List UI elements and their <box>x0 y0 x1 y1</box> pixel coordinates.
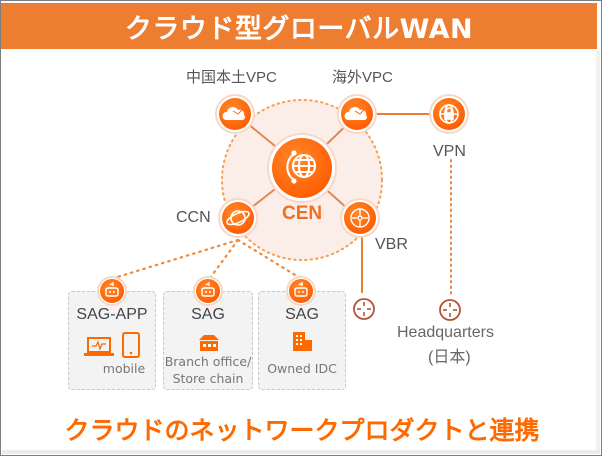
link-ccn-sag-app <box>112 238 240 280</box>
footer-caption: クラウドのネットワークプロダクトと連携 <box>64 416 540 445</box>
sag-box-subtitle-line2: Store chain <box>172 371 244 386</box>
sag-box-idc: SAG Owned IDC <box>258 291 346 390</box>
globe-lock-icon <box>439 104 459 124</box>
ccn-node <box>218 198 258 238</box>
cen-node <box>267 133 337 203</box>
link-ccn-sag-branch <box>208 238 240 280</box>
building-icon <box>293 332 312 351</box>
cloud-icon <box>222 107 245 120</box>
ccn-label: CCN <box>176 209 211 226</box>
sag-box-title: SAG <box>191 306 225 323</box>
headquarters-sublabel: (日本) <box>428 349 471 366</box>
globe-sync-icon <box>286 150 316 184</box>
planet-icon <box>226 210 250 226</box>
vpn-label: VPN <box>433 143 466 160</box>
cloud-icon <box>344 107 367 120</box>
vbr-node <box>340 198 380 238</box>
laptop-icon <box>84 337 114 356</box>
sag-box-subtitle: Owned IDC <box>267 361 337 376</box>
sag-box-subtitle: mobile <box>102 361 146 376</box>
store-icon <box>199 335 219 351</box>
vpn-node <box>429 94 469 134</box>
link-ccn-sag-idc <box>236 238 302 280</box>
vpc-overseas-label: 海外VPC <box>332 69 393 86</box>
vpc-china-label: 中国本土VPC <box>186 69 277 86</box>
sag-box-app: SAG-APP mobile <box>68 291 156 390</box>
router-icon <box>443 303 457 317</box>
router-icon <box>357 302 371 316</box>
slide-title: クラウド型グローバルWAN <box>124 13 474 45</box>
cen-label: CEN <box>282 203 323 224</box>
frame-shadow-bottom <box>2 450 600 454</box>
vpc-china-node <box>215 94 255 134</box>
headquarters-label: Headquarters <box>397 324 494 341</box>
vbr-label: VBR <box>375 236 408 253</box>
vbr-endpoint-router <box>353 298 375 320</box>
sag-box-title: SAG-APP <box>76 306 148 323</box>
title-bar: クラウド型グローバルWAN <box>1 3 597 49</box>
vpc-overseas-node <box>337 94 377 134</box>
mobile-phone-icon <box>122 332 140 358</box>
sag-box-subtitle: Branch office/ <box>164 354 252 369</box>
router-arrows-icon <box>350 208 370 228</box>
sag-box-title: SAG <box>285 306 319 323</box>
headquarters-router <box>439 299 461 321</box>
sag-branch-icons <box>199 335 219 351</box>
sag-idc-icons <box>293 332 312 351</box>
sag-app-icons <box>84 332 140 358</box>
sag-box-branch: SAG Branch office/ Store chain <box>163 291 253 390</box>
frame-shadow-right <box>596 51 600 454</box>
